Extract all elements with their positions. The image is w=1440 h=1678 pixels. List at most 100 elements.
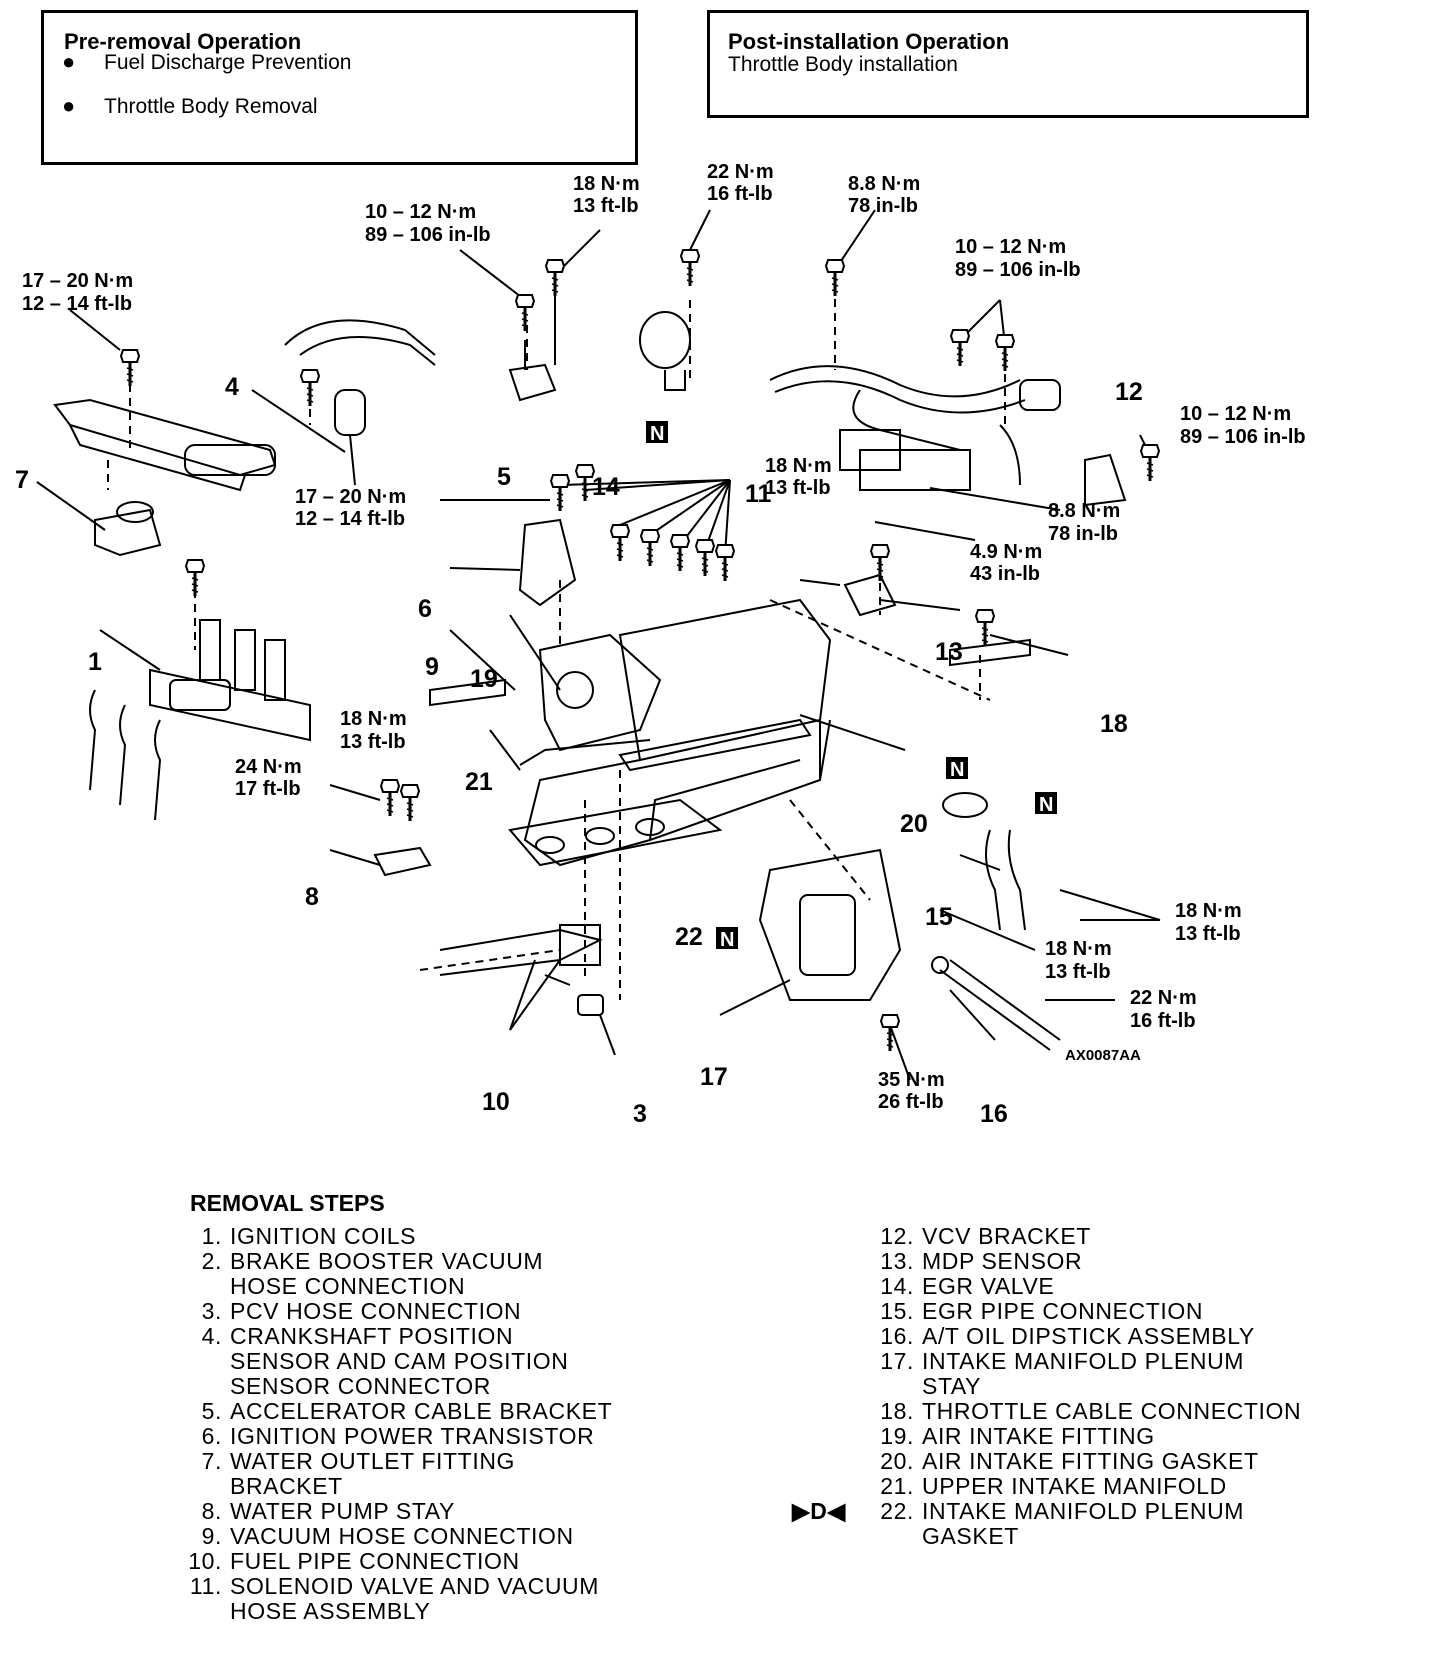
list-item: 8.WATER PUMP STAY [201, 1498, 455, 1524]
list-item: 11.SOLENOID VALVE AND VACUUM HOSE ASSEMB… [189, 1573, 600, 1624]
torque-nm: 17 – 20 N·m [295, 486, 406, 508]
torque-imperial: 12 – 14 ft-lb [295, 508, 405, 530]
callout-17: 17 [700, 1063, 728, 1091]
callout-numbers: 1 2 3 4 5 6 7 8 9 10 11 12 13 14 15 16 1… [15, 373, 1143, 1128]
torque-imperial: 13 ft-lb [1175, 923, 1241, 945]
torque-imperial: 43 in-lb [970, 563, 1040, 585]
list-item: 17.INTAKE MANIFOLD PLENUM STAY [880, 1348, 1245, 1399]
list-item: 1.IGNITION COILS [201, 1223, 417, 1249]
torque-imperial: 16 ft-lb [1130, 1010, 1196, 1032]
torque-imperial: 13 ft-lb [1045, 961, 1111, 983]
removal-steps-section: REMOVAL STEPS 1.IGNITION COILS 2.BRAKE B… [0, 1190, 1440, 1670]
removal-steps-title: REMOVAL STEPS [190, 1190, 385, 1216]
list-item: 2.BRAKE BOOSTER VACUUM HOSE CONNECTION [201, 1248, 544, 1299]
torque-imperial: 13 ft-lb [765, 477, 831, 499]
torque-imperial: 89 – 106 in-lb [955, 259, 1081, 281]
list-item: 21.UPPER INTAKE MANIFOLD [880, 1473, 1227, 1499]
pre-removal-title: Pre-removal Operation [64, 29, 302, 54]
list-item: 20.AIR INTAKE FITTING GASKET [880, 1448, 1259, 1474]
removal-steps-left: 1.IGNITION COILS 2.BRAKE BOOSTER VACUUM … [178, 1224, 612, 1624]
list-item: 4.CRANKSHAFT POSITION SENSOR AND CAM POS… [201, 1323, 569, 1399]
torque-nm: 35 N·m [878, 1069, 945, 1091]
new-part-icon: N [946, 757, 968, 781]
callout-18: 18 [1100, 710, 1128, 738]
torque-nm: 18 N·m [1045, 938, 1112, 960]
bolt-icons [119, 248, 1161, 1053]
new-part-icon: N [646, 421, 668, 445]
bullet-icon: ● [62, 49, 76, 74]
torque-nm: 4.9 N·m [970, 541, 1042, 563]
post-installation-title: Post-installation Operation [728, 29, 1010, 54]
callout-19: 19 [470, 665, 498, 693]
list-item: 19.AIR INTAKE FITTING [880, 1423, 1155, 1449]
svg-text:N: N [950, 759, 964, 781]
list-item: 9.VACUUM HOSE CONNECTION [201, 1523, 574, 1549]
list-item: 13.MDP SENSOR [880, 1248, 1083, 1274]
callout-20: 20 [900, 810, 928, 838]
list-item: 3.PCV HOSE CONNECTION [201, 1298, 522, 1324]
callout-3: 3 [633, 1100, 647, 1128]
callout-12: 12 [1115, 378, 1143, 406]
torque-imperial: 89 – 106 in-lb [365, 224, 491, 246]
removal-steps-right: 12.VCV BRACKET 13.MDP SENSOR 14.EGR VALV… [792, 1224, 1302, 1549]
callout-10: 10 [482, 1088, 510, 1116]
callout-11: 11 [745, 480, 772, 508]
callout-22: 22 [675, 923, 703, 951]
torque-imperial: 16 ft-lb [707, 183, 773, 205]
list-item: 18.THROTTLE CABLE CONNECTION [880, 1398, 1302, 1424]
bullet-icon: ● [62, 93, 76, 118]
torque-nm: 18 N·m [340, 708, 407, 730]
torque-nm: 10 – 12 N·m [955, 236, 1066, 258]
svg-text:N: N [650, 423, 664, 445]
torque-nm: 24 N·m [235, 756, 302, 778]
callout-4: 4 [225, 373, 239, 401]
new-part-icon: N [716, 927, 738, 951]
torque-nm: 18 N·m [573, 173, 640, 195]
list-item: 15.EGR PIPE CONNECTION [880, 1298, 1204, 1324]
callout-15: 15 [925, 903, 953, 931]
torque-nm: 22 N·m [707, 161, 774, 183]
callout-1: 1 [88, 648, 102, 676]
torque-nm: 18 N·m [1175, 900, 1242, 922]
list-item: 6.IGNITION POWER TRANSISTOR [201, 1423, 595, 1449]
torque-nm: 8.8 N·m [1048, 500, 1120, 522]
pre-removal-box: Pre-removal Operation ● Fuel Discharge P… [41, 10, 638, 165]
figure-code: AX0087AA [1065, 1047, 1141, 1064]
list-item: 7.WATER OUTLET FITTING BRACKET [201, 1448, 516, 1499]
torque-nm: 10 – 12 N·m [1180, 403, 1291, 425]
list-item: 16.A/T OIL DIPSTICK ASSEMBLY [880, 1323, 1255, 1349]
torque-nm: 18 N·m [765, 455, 832, 477]
torque-nm: 22 N·m [1130, 987, 1197, 1009]
callout-7: 7 [15, 466, 29, 494]
callout-14: 14 [592, 473, 620, 501]
callout-8: 8 [305, 883, 319, 911]
callout-16: 16 [980, 1100, 1008, 1128]
callout-9: 9 [425, 653, 439, 681]
parts-linework [36, 209, 1161, 1081]
new-part-markers: N N N N [646, 421, 1057, 951]
callout-13: 13 [935, 638, 963, 666]
installation-mark-icon: ▶D◀ [792, 1498, 846, 1524]
torque-imperial: 89 – 106 in-lb [1180, 426, 1306, 448]
list-item: 10.FUEL PIPE CONNECTION [188, 1548, 520, 1574]
callout-6: 6 [418, 595, 432, 623]
torque-imperial: 78 in-lb [848, 195, 918, 217]
pre-removal-item: Throttle Body Removal [104, 95, 318, 118]
post-installation-box: Post-installation Operation Throttle Bod… [707, 10, 1309, 118]
torque-imperial: 78 in-lb [1048, 523, 1118, 545]
torque-imperial: 17 ft-lb [235, 778, 301, 800]
torque-nm: 17 – 20 N·m [22, 270, 133, 292]
torque-nm: 10 – 12 N·m [365, 201, 476, 223]
svg-text:N: N [1039, 794, 1053, 816]
svg-text:N: N [720, 929, 734, 951]
list-item: ▶D◀22.INTAKE MANIFOLD PLENUM GASKET [792, 1498, 1245, 1549]
post-installation-item: Throttle Body installation [728, 53, 958, 76]
callout-5: 5 [497, 463, 511, 491]
new-part-icon: N [1035, 792, 1057, 816]
torque-imperial: 12 – 14 ft-lb [22, 293, 132, 315]
list-item: 14.EGR VALVE [880, 1273, 1055, 1299]
callout-21: 21 [465, 768, 493, 796]
torque-imperial: 13 ft-lb [573, 195, 639, 217]
list-item: 5.ACCELERATOR CABLE BRACKET [201, 1398, 613, 1424]
torque-nm: 8.8 N·m [848, 173, 920, 195]
